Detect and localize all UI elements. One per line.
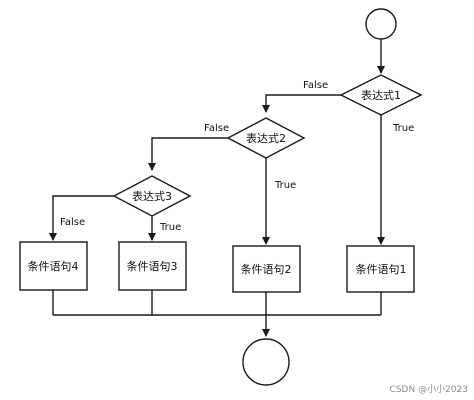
statement-4-node	[19, 241, 88, 291]
start-node	[365, 8, 397, 40]
decision-2-true-label: True	[274, 180, 296, 191]
end-node	[242, 338, 290, 386]
decision-3-label: 表达式3	[132, 189, 172, 203]
decision-2-false-label: False	[204, 123, 229, 134]
decision-3-true-label: True	[159, 222, 181, 233]
statement-4-label: 条件语句4	[28, 259, 79, 273]
decision-1-true-label: True	[392, 123, 414, 134]
watermark: CSDN @小小2023	[389, 385, 468, 395]
decision-1-label: 表达式1	[361, 88, 401, 102]
statement-2-label: 条件语句2	[241, 262, 292, 276]
statement-1-label: 条件语句1	[356, 262, 407, 276]
decision-3-false-label: False	[60, 217, 85, 228]
edge-decision-3-false	[49, 195, 114, 241]
edge-decision-1-false	[262, 94, 341, 113]
statement-2-node	[232, 245, 301, 293]
statement-3-label: 条件语句3	[127, 259, 178, 273]
decision-2-label: 表达式2	[246, 131, 286, 145]
edge-decision-2-false	[148, 137, 228, 171]
decision-1-false-label: False	[303, 80, 328, 91]
